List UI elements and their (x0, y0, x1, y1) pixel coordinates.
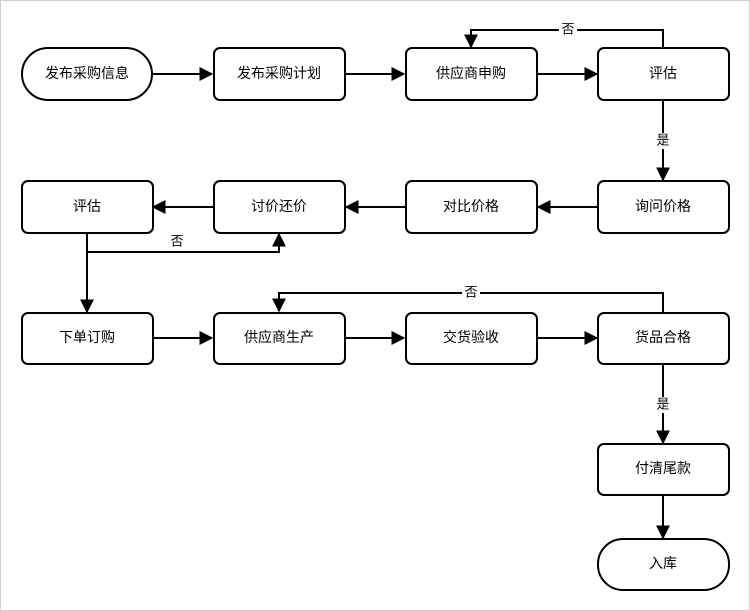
node-inquire-price: 询问价格 (597, 180, 730, 234)
node-label-goods-qualified: 货品合格 (635, 329, 691, 346)
node-label-pay-balance: 付清尾款 (635, 461, 691, 477)
node-label-warehouse-in: 入库 (649, 556, 677, 572)
edge-label-qualified-yes: 是 (656, 398, 669, 413)
node-deliver-inspect: 交货验收 (405, 312, 538, 365)
node-label-deliver-inspect: 交货验收 (443, 329, 499, 346)
node-label-evaluate-1: 评估 (649, 66, 677, 82)
node-place-order: 下单订购 (21, 312, 154, 365)
edge-label-evaluate2-no: 否 (170, 235, 183, 250)
edges (80, 29, 670, 540)
node-label-publish-info: 发布采购信息 (45, 65, 129, 82)
edge-label-evaluate-no: 否 (561, 23, 574, 38)
node-label-publish-plan: 发布采购计划 (237, 66, 321, 82)
edge-evaluate2-no-loop (87, 232, 286, 253)
node-publish-info: 发布采购信息 (21, 47, 153, 101)
node-supplier-produce: 供应商生产 (213, 312, 346, 365)
node-label-place-order: 下单订购 (59, 330, 115, 346)
node-label-evaluate-2: 评估 (73, 199, 101, 215)
node-pay-balance: 付清尾款 (597, 443, 730, 496)
node-compare-price: 对比价格 (405, 180, 538, 234)
edge-labels: 否 是 否 否 是 (170, 22, 672, 413)
node-goods-qualified: 货品合格 (597, 312, 730, 365)
node-label-inquire-price: 询问价格 (635, 199, 691, 215)
nodes: 发布采购信息 发布采购计划 供应商申购 评估 询问价格 对比价格 讨价还价 (21, 47, 730, 591)
edge-label-qualified-no: 否 (464, 286, 477, 301)
node-label-supplier-apply: 供应商申购 (436, 65, 506, 82)
node-warehouse-in: 入库 (597, 538, 730, 591)
node-evaluate-2: 评估 (21, 180, 154, 234)
node-publish-plan: 发布采购计划 (213, 47, 346, 101)
node-label-supplier-produce: 供应商生产 (244, 329, 314, 346)
node-negotiate-price: 讨价还价 (213, 180, 346, 234)
node-label-compare-price: 对比价格 (443, 199, 499, 215)
node-evaluate-1: 评估 (597, 47, 730, 101)
node-label-negotiate-price: 讨价还价 (251, 199, 307, 215)
edge-label-evaluate-yes: 是 (656, 134, 669, 149)
node-supplier-apply: 供应商申购 (405, 47, 538, 101)
